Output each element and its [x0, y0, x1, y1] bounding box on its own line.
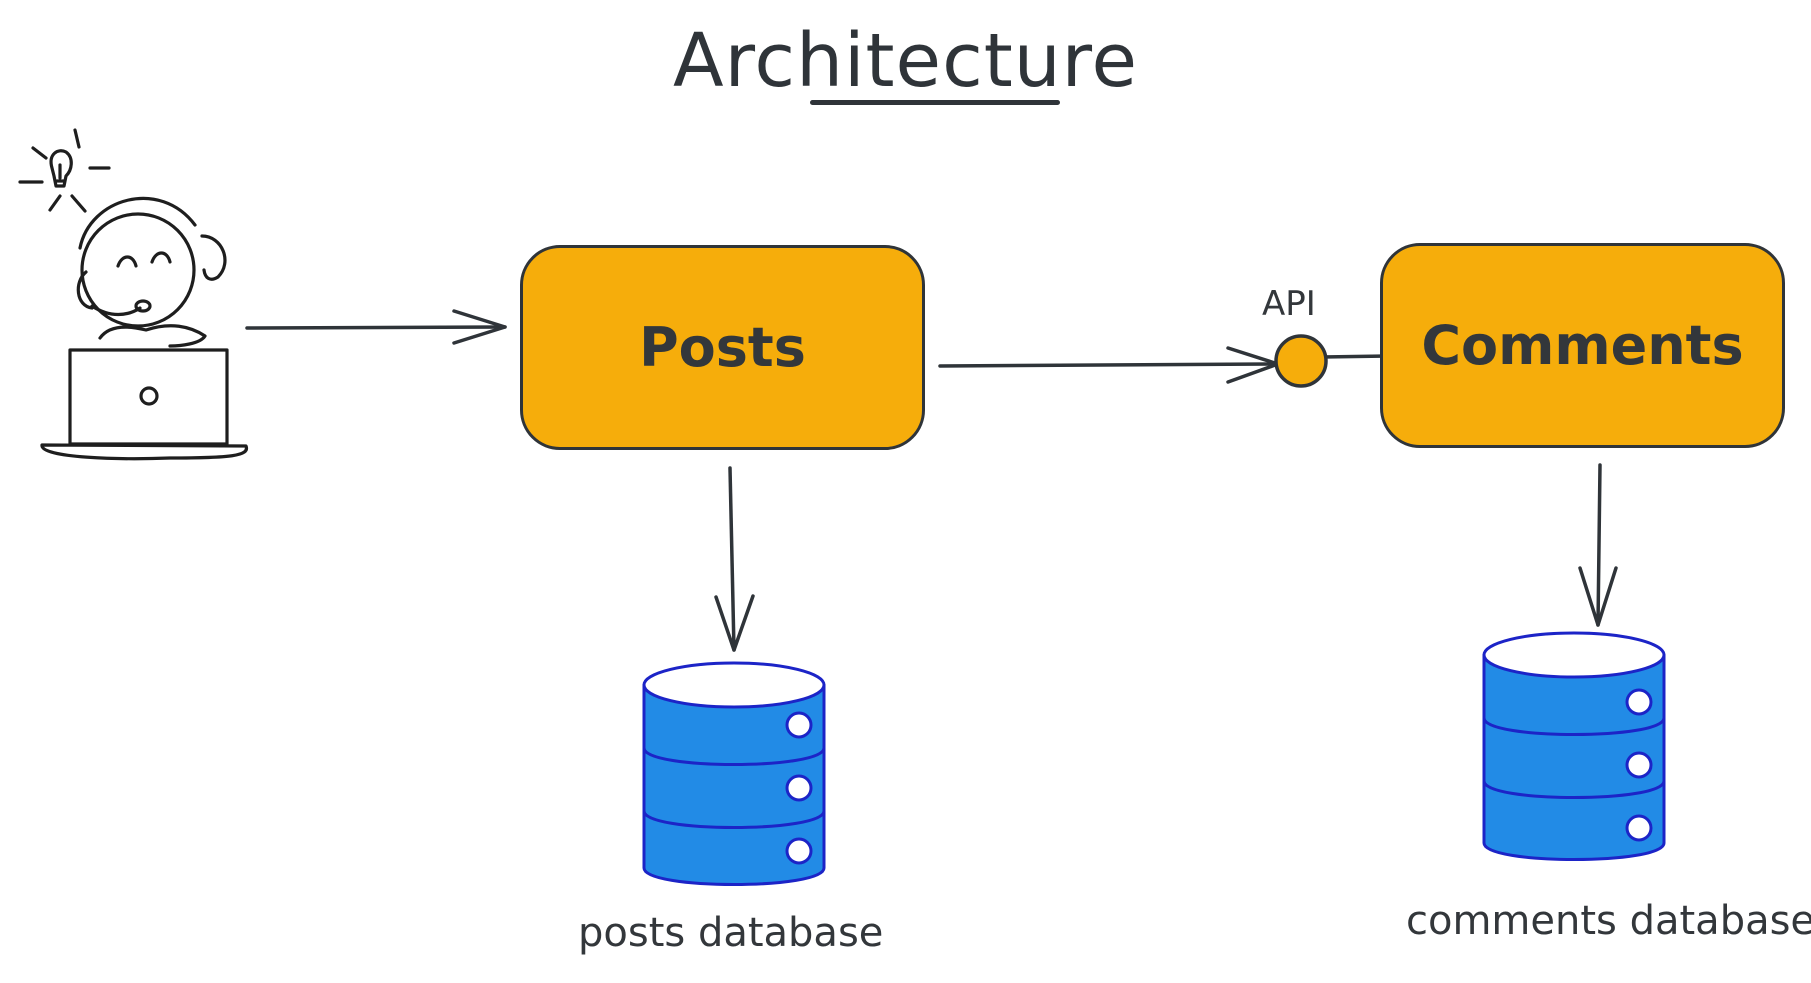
- arrow-comments-to-comments-database: [1578, 463, 1618, 627]
- api-label: API: [1262, 284, 1316, 324]
- posts-database-icon: [642, 661, 826, 886]
- posts-service: Posts: [520, 245, 925, 450]
- title-underline: [810, 100, 1060, 105]
- diagram-title: Architecture: [672, 18, 1139, 104]
- api-port: [1274, 334, 1328, 388]
- posts-service-label: Posts: [639, 316, 806, 379]
- comments-service: Comments: [1380, 243, 1785, 448]
- connector-api-to-comments: [1320, 354, 1390, 359]
- lightbulb-icon: [18, 128, 111, 213]
- arrow-posts-to-posts-database: [714, 466, 755, 652]
- comments-service-label: Comments: [1421, 314, 1744, 377]
- arrow-user-to-posts: [245, 309, 507, 345]
- comments-database-icon: [1482, 631, 1666, 861]
- posts-database-label: posts database: [578, 910, 884, 956]
- comments-database-label: comments database: [1406, 898, 1811, 944]
